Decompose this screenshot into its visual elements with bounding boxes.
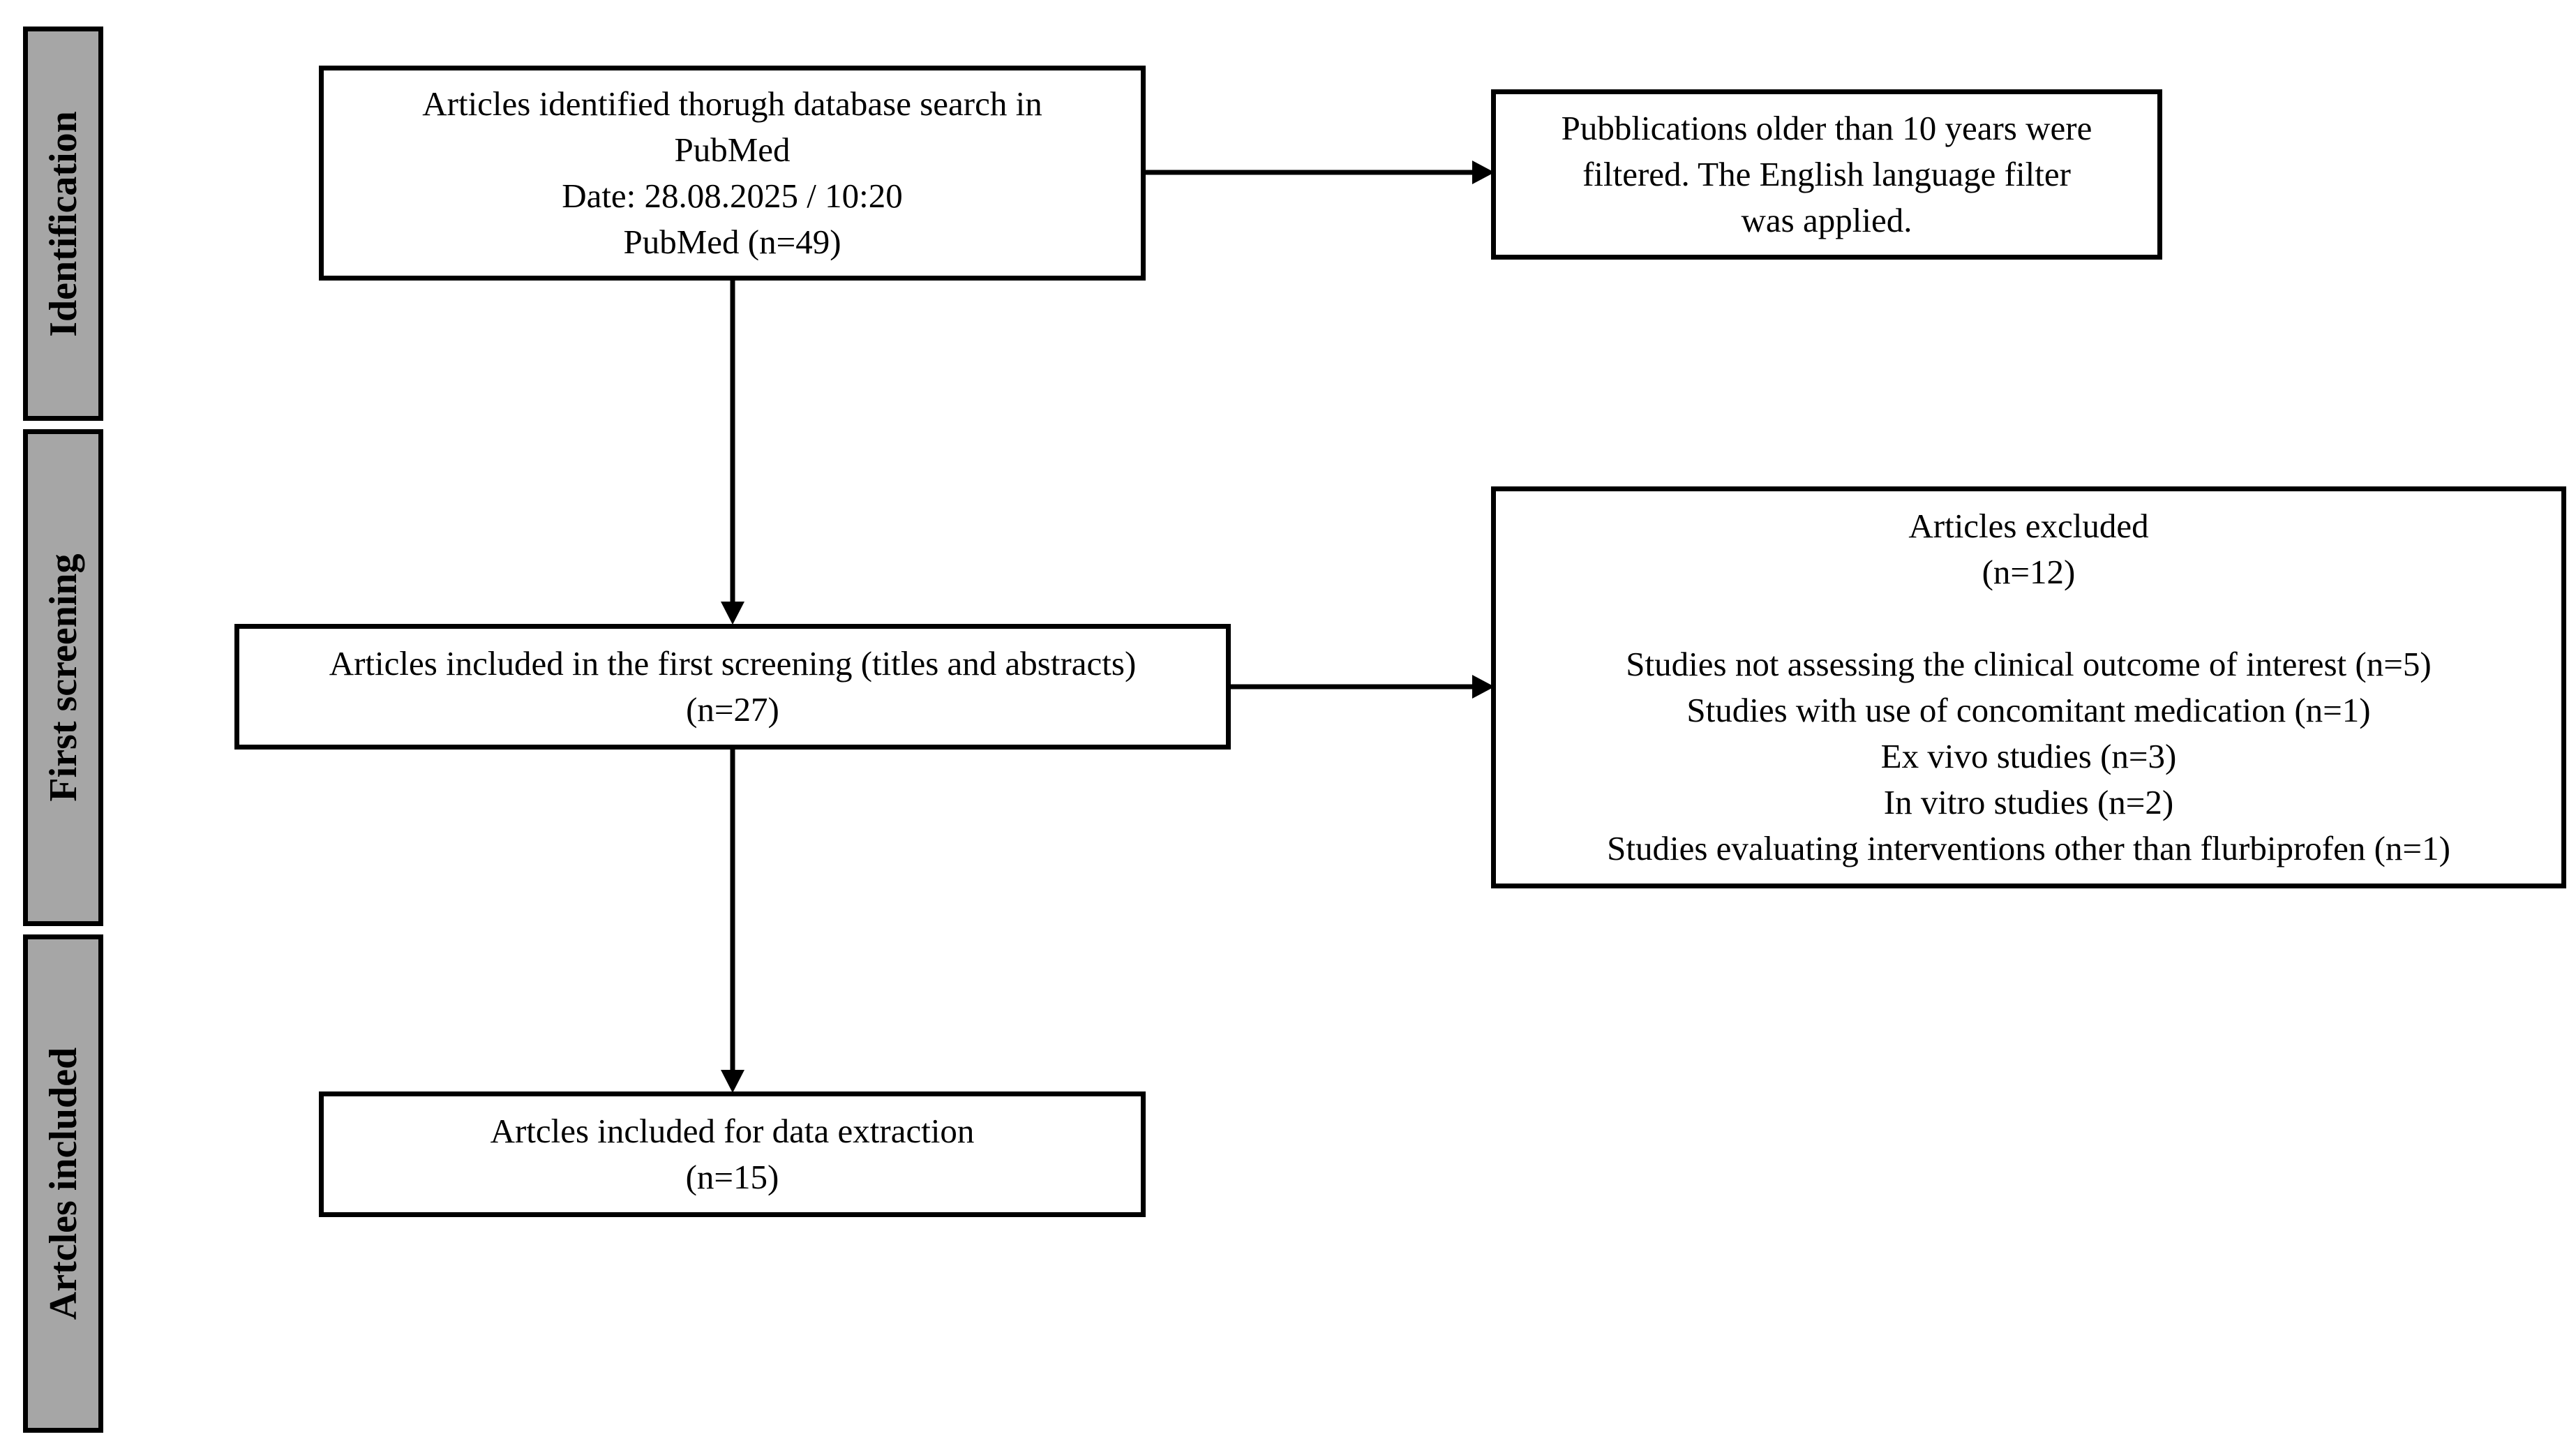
filters-line-1: Pubblications older than 10 years were <box>1561 109 2092 147</box>
excluded-count: (n=12) <box>1982 553 2076 591</box>
extraction-line-1: Artcles included for data extraction <box>490 1112 975 1150</box>
screening-line-2: (n=27) <box>686 690 779 729</box>
box-articles-identified: Articles identified thorugh database sea… <box>319 66 1146 281</box>
excluded-reason: Ex vivo studies (n=3) <box>1880 737 2177 775</box>
box-filters-applied: Pubblications older than 10 years were f… <box>1491 89 2162 260</box>
screening-line-1: Articles included in the first screening… <box>329 644 1137 683</box>
box-data-extraction: Artcles included for data extraction (n=… <box>319 1091 1146 1217</box>
phase-articles-included: Artcles included <box>23 934 103 1433</box>
excluded-reason: Studies not assessing the clinical outco… <box>1626 645 2432 683</box>
box-articles-excluded: Articles excluded (n=12) Studies not ass… <box>1491 486 2566 888</box>
identified-line-4: PubMed (n=49) <box>623 223 841 261</box>
excluded-title: Articles excluded <box>1908 507 2149 545</box>
filters-line-2: filtered. The English language filter <box>1582 155 2071 193</box>
excluded-spacer <box>1607 595 2450 641</box>
phase-first-screening: First screening <box>23 429 103 926</box>
filters-line-3: was applied. <box>1741 201 1912 239</box>
excluded-reason: Studies with use of concomitant medicati… <box>1686 691 2371 729</box>
identified-line-2: PubMed <box>674 131 791 169</box>
box-first-screening: Articles included in the first screening… <box>234 624 1231 750</box>
excluded-reason: Studies evaluating interventions other t… <box>1607 829 2450 867</box>
phase-identification: Identification <box>23 27 103 421</box>
identified-line-3: Date: 28.08.2025 / 10:20 <box>562 177 903 215</box>
excluded-reason: In vitro studies (n=2) <box>1883 783 2174 821</box>
arrowhead-excluded <box>1472 675 1495 699</box>
identified-line-1: Articles identified thorugh database sea… <box>422 84 1042 123</box>
extraction-line-2: (n=15) <box>685 1158 779 1196</box>
arrowhead-screening <box>721 602 744 625</box>
arrowhead-extraction <box>721 1070 744 1093</box>
arrowhead-filters <box>1472 161 1495 184</box>
